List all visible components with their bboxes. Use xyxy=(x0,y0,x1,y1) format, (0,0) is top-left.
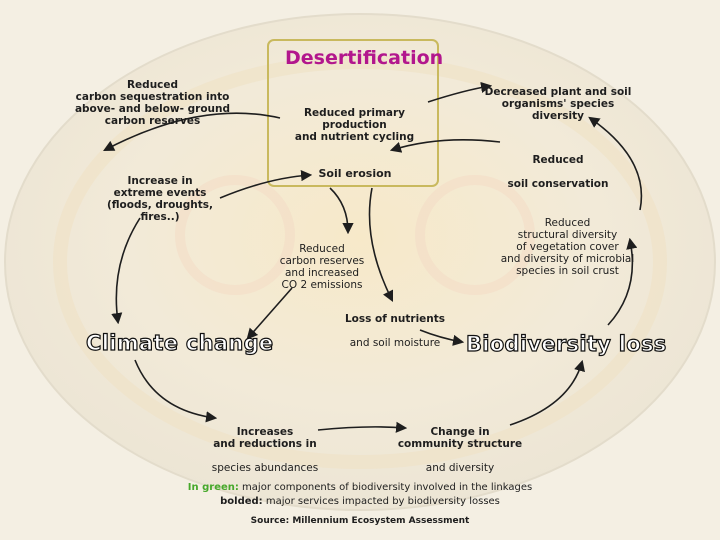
arrow-abundance-to-community xyxy=(317,421,408,433)
arrow-extreme-events-to-erosion xyxy=(219,170,313,199)
plant-soil-diversity-label: Decreased plant and soil organisms' spec… xyxy=(484,86,632,122)
primary-production-label: Reduced primary production and nutrient … xyxy=(294,107,415,143)
arrow-desert-to-plant-diversity xyxy=(427,81,493,103)
legend-green-line: In green: major components of biodiversi… xyxy=(170,481,550,495)
extreme-events-label: Increase in extreme events (floods, drou… xyxy=(106,175,214,223)
background-swirl-right xyxy=(415,175,535,295)
species-abundance-head: Increases and reductions in xyxy=(213,426,317,450)
arrow-nutrients-to-biodiversity xyxy=(419,329,465,346)
background-oval xyxy=(4,13,716,511)
background-swirl-left xyxy=(175,175,295,295)
soil-conservation-sub: soil conservation xyxy=(507,178,609,190)
arrows xyxy=(103,81,643,433)
nutrients-sub: and soil moisture xyxy=(349,337,441,349)
desertification-box xyxy=(267,39,439,187)
carbon-sequestration-label: Reduced carbon sequestration into above-… xyxy=(74,79,231,127)
arrow-erosion-to-nutrients xyxy=(368,187,394,303)
species-abundance-sub: species abundances xyxy=(211,462,319,474)
structural-diversity-label: Reduced structural diversity of vegetati… xyxy=(500,217,635,277)
legend-bold-label: bolded: xyxy=(220,496,263,507)
legend-bold-line: bolded: major services impacted by biodi… xyxy=(170,495,550,509)
arrow-community-to-biodiversity xyxy=(509,359,585,426)
arrow-erosion-to-carbon-reserves xyxy=(329,187,354,235)
climate-change-title: Climate change xyxy=(85,330,274,355)
community-structure-sub: and diversity xyxy=(425,462,495,474)
arrow-soil-conservation-to-erosion xyxy=(389,139,501,153)
source-credit: Source: Millennium Ecosystem Assessment xyxy=(250,516,470,526)
community-structure-head: Change in community structure xyxy=(397,426,523,450)
legend-green-text: major components of biodiversity involve… xyxy=(238,482,533,493)
arrow-structural-to-plant-diversity xyxy=(588,116,643,211)
background-ring xyxy=(53,55,667,469)
soil-conservation-label: Reduced soil conservation xyxy=(478,142,638,202)
biodiversity-loss-title: Biodiversity loss xyxy=(465,331,667,356)
nutrients-label: Loss of nutrients and soil moisture xyxy=(340,301,450,361)
species-abundance-label: Increases and reductions in species abun… xyxy=(200,414,330,486)
legend: In green: major components of biodiversi… xyxy=(170,481,550,509)
soil-conservation-head: Reduced xyxy=(532,154,584,166)
desertification-title: Desertification xyxy=(285,47,444,69)
soil-erosion-label: Soil erosion xyxy=(318,167,392,180)
community-structure-label: Change in community structure and divers… xyxy=(395,414,525,486)
arrow-carbon-reserves-to-climate xyxy=(246,287,293,340)
arrow-biodiversity-to-structural xyxy=(607,237,638,326)
arrow-climate-to-abundance xyxy=(134,359,218,423)
nutrients-head: Loss of nutrients xyxy=(344,313,446,325)
legend-bold-text: major services impacted by biodiversity … xyxy=(262,496,500,507)
legend-green-label: In green: xyxy=(187,482,239,493)
arrow-production-to-sequestration xyxy=(103,112,281,152)
arrow-extreme-events-from-climate xyxy=(111,217,141,325)
carbon-reserves-label: Reduced carbon reserves and increased CO… xyxy=(279,243,365,291)
